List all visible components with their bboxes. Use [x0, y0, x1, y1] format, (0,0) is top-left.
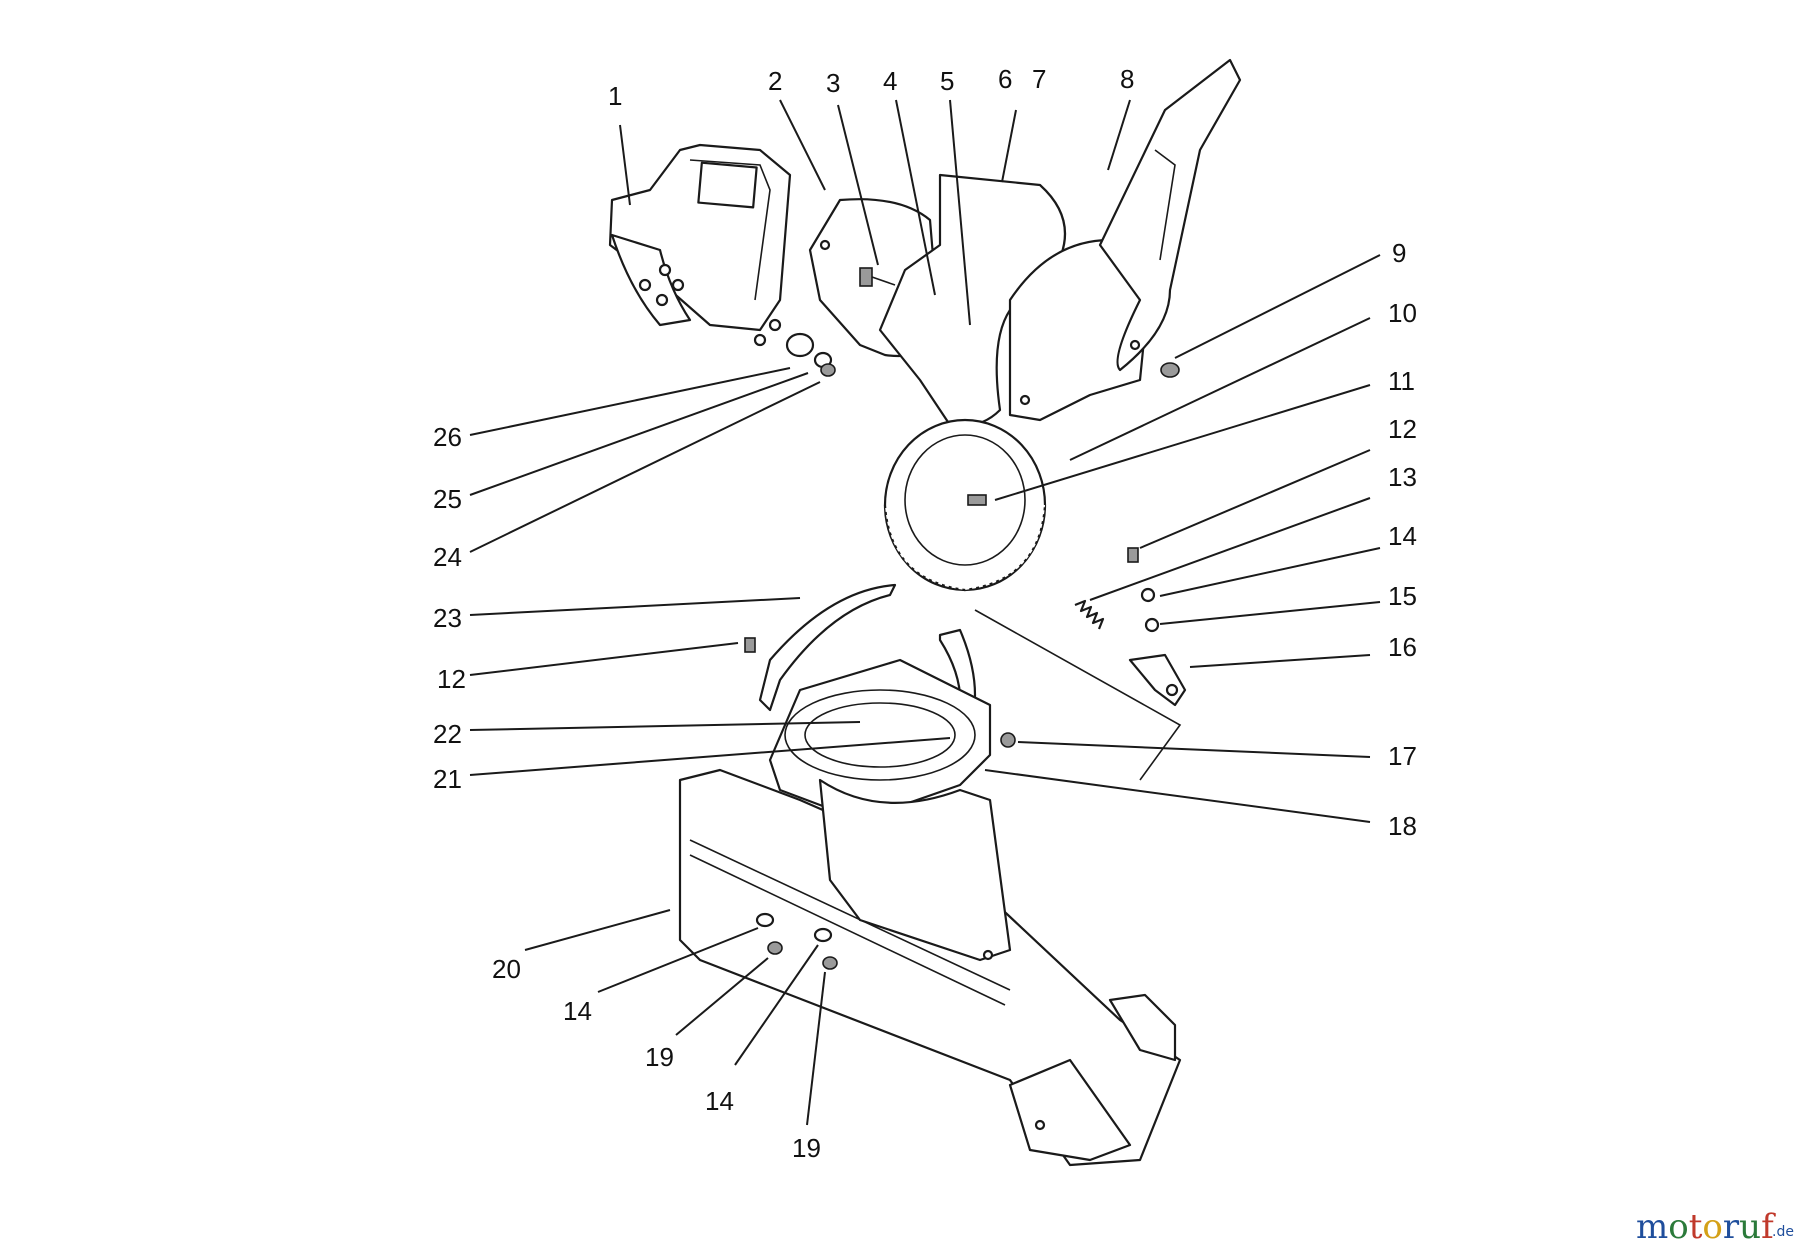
part-ring-brackets [758, 583, 992, 822]
watermark-suffix: .de [1772, 1224, 1794, 1240]
callout-16: 16 [1388, 632, 1417, 662]
callout-17: 17 [1388, 741, 1417, 771]
part-housing [678, 768, 1182, 1167]
part-deflector [608, 143, 792, 347]
callout-14-right: 14 [1388, 521, 1417, 551]
callout-14-bottom: 14 [705, 1086, 734, 1116]
callout-22: 22 [433, 719, 462, 749]
callout-20: 20 [492, 954, 521, 984]
callout-24: 24 [433, 542, 462, 572]
callout-13: 13 [1388, 462, 1417, 492]
callout-19-left: 19 [645, 1042, 674, 1072]
callout-2: 2 [768, 66, 782, 96]
callout-8: 8 [1120, 64, 1134, 94]
callout-3: 3 [826, 68, 840, 98]
part-upper-chute [878, 58, 1242, 428]
callout-labels: 1 2 3 4 5 6 7 8 9 10 11 12 13 14 15 16 1… [433, 64, 1417, 1163]
callout-11: 11 [1388, 366, 1415, 396]
watermark-brand: motoruf [1636, 1207, 1776, 1247]
callout-21: 21 [433, 764, 462, 794]
callout-12-right: 12 [1388, 414, 1417, 444]
callout-5: 5 [940, 66, 954, 96]
callout-7: 7 [1032, 64, 1046, 94]
callout-25: 25 [433, 484, 462, 514]
leader-lines [469, 99, 1381, 1126]
part-spring-linkage [974, 587, 1187, 781]
part-hardware [744, 332, 1180, 970]
callout-23: 23 [433, 603, 462, 633]
callout-18: 18 [1388, 811, 1417, 841]
callout-12-left: 12 [437, 664, 466, 694]
callout-19-bottom: 19 [792, 1133, 821, 1163]
callout-14-left: 14 [563, 996, 592, 1026]
callout-10: 10 [1388, 298, 1417, 328]
callout-9: 9 [1392, 238, 1406, 268]
callout-1: 1 [608, 81, 622, 111]
callout-6: 6 [998, 64, 1012, 94]
callout-4: 4 [883, 66, 897, 96]
motoruf-watermark: motoruf .de [1636, 1207, 1794, 1247]
callout-26: 26 [433, 422, 462, 452]
part-chute-ring [883, 418, 1047, 592]
callout-15: 15 [1388, 581, 1417, 611]
